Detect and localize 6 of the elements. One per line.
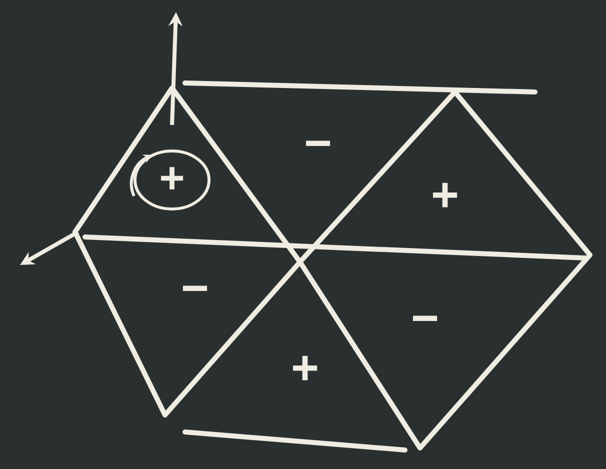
- sign-label: +: [433, 182, 458, 208]
- sign-label: +: [293, 356, 318, 380]
- sign-label: −: [306, 140, 330, 146]
- sign-label: −: [182, 286, 208, 291]
- circled-sign: +: [134, 150, 210, 210]
- sign-label: −: [412, 316, 438, 321]
